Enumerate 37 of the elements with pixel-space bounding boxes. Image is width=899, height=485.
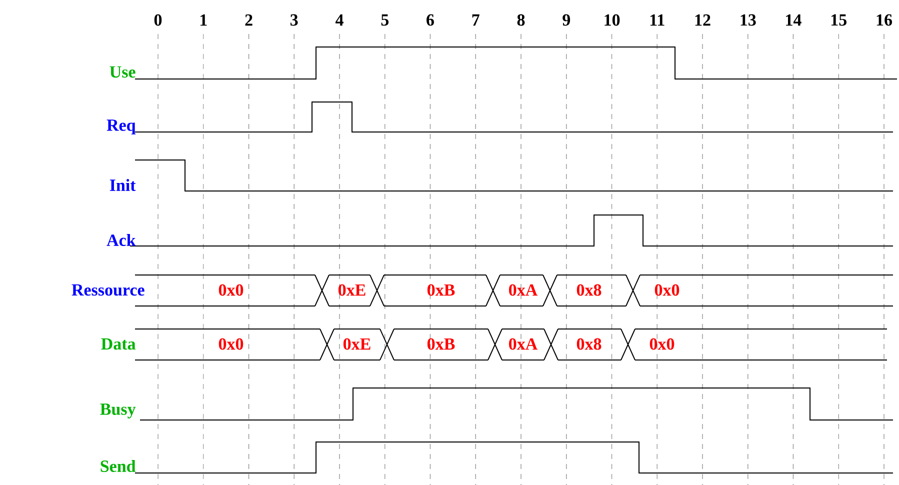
- tick-number: 5: [381, 14, 389, 26]
- tick-number: 10: [604, 14, 620, 26]
- bus-value: 0x8: [576, 338, 602, 350]
- bus-value: 0xB: [427, 284, 455, 296]
- tick-number: 14: [786, 14, 802, 26]
- tick-number: 9: [562, 14, 570, 26]
- tick-number: 3: [290, 14, 298, 26]
- signal-name: Ressource: [72, 284, 144, 296]
- tick-number: 2: [245, 14, 252, 26]
- signal-name: Init: [110, 179, 136, 191]
- bus-value: 0xE: [343, 338, 370, 350]
- tick-number: 13: [740, 14, 756, 26]
- bus-value: 0xB: [427, 338, 455, 350]
- bus-value: 0x0: [218, 338, 244, 350]
- bus-value: 0x0: [218, 284, 244, 296]
- signal-name: Req: [106, 120, 136, 134]
- tick-number: 16: [876, 14, 892, 26]
- bus-value: 0x0: [650, 338, 674, 350]
- bus-value: 0x0: [654, 284, 680, 296]
- signal-name: Data: [101, 338, 136, 350]
- signal-name: Busy: [100, 404, 136, 418]
- tick-number: 8: [517, 14, 525, 26]
- tick-number: 0: [154, 14, 162, 26]
- signal-name: Send: [100, 460, 136, 472]
- tick-number: 7: [472, 14, 480, 26]
- bus-value: 0xE: [338, 284, 366, 296]
- signal-name: Use: [110, 66, 136, 78]
- tick-number: 1: [200, 14, 207, 26]
- tick-number: 12: [695, 14, 710, 26]
- bus-value: 0xA: [509, 284, 538, 296]
- tick-number: 6: [426, 14, 434, 26]
- tick-number: 11: [650, 14, 664, 26]
- tick-number: 15: [831, 14, 846, 26]
- bus-value: 0xA: [509, 338, 538, 350]
- bus-value: 0x8: [576, 284, 602, 296]
- signal-name: Ack: [106, 234, 136, 246]
- tick-number: 4: [336, 14, 344, 26]
